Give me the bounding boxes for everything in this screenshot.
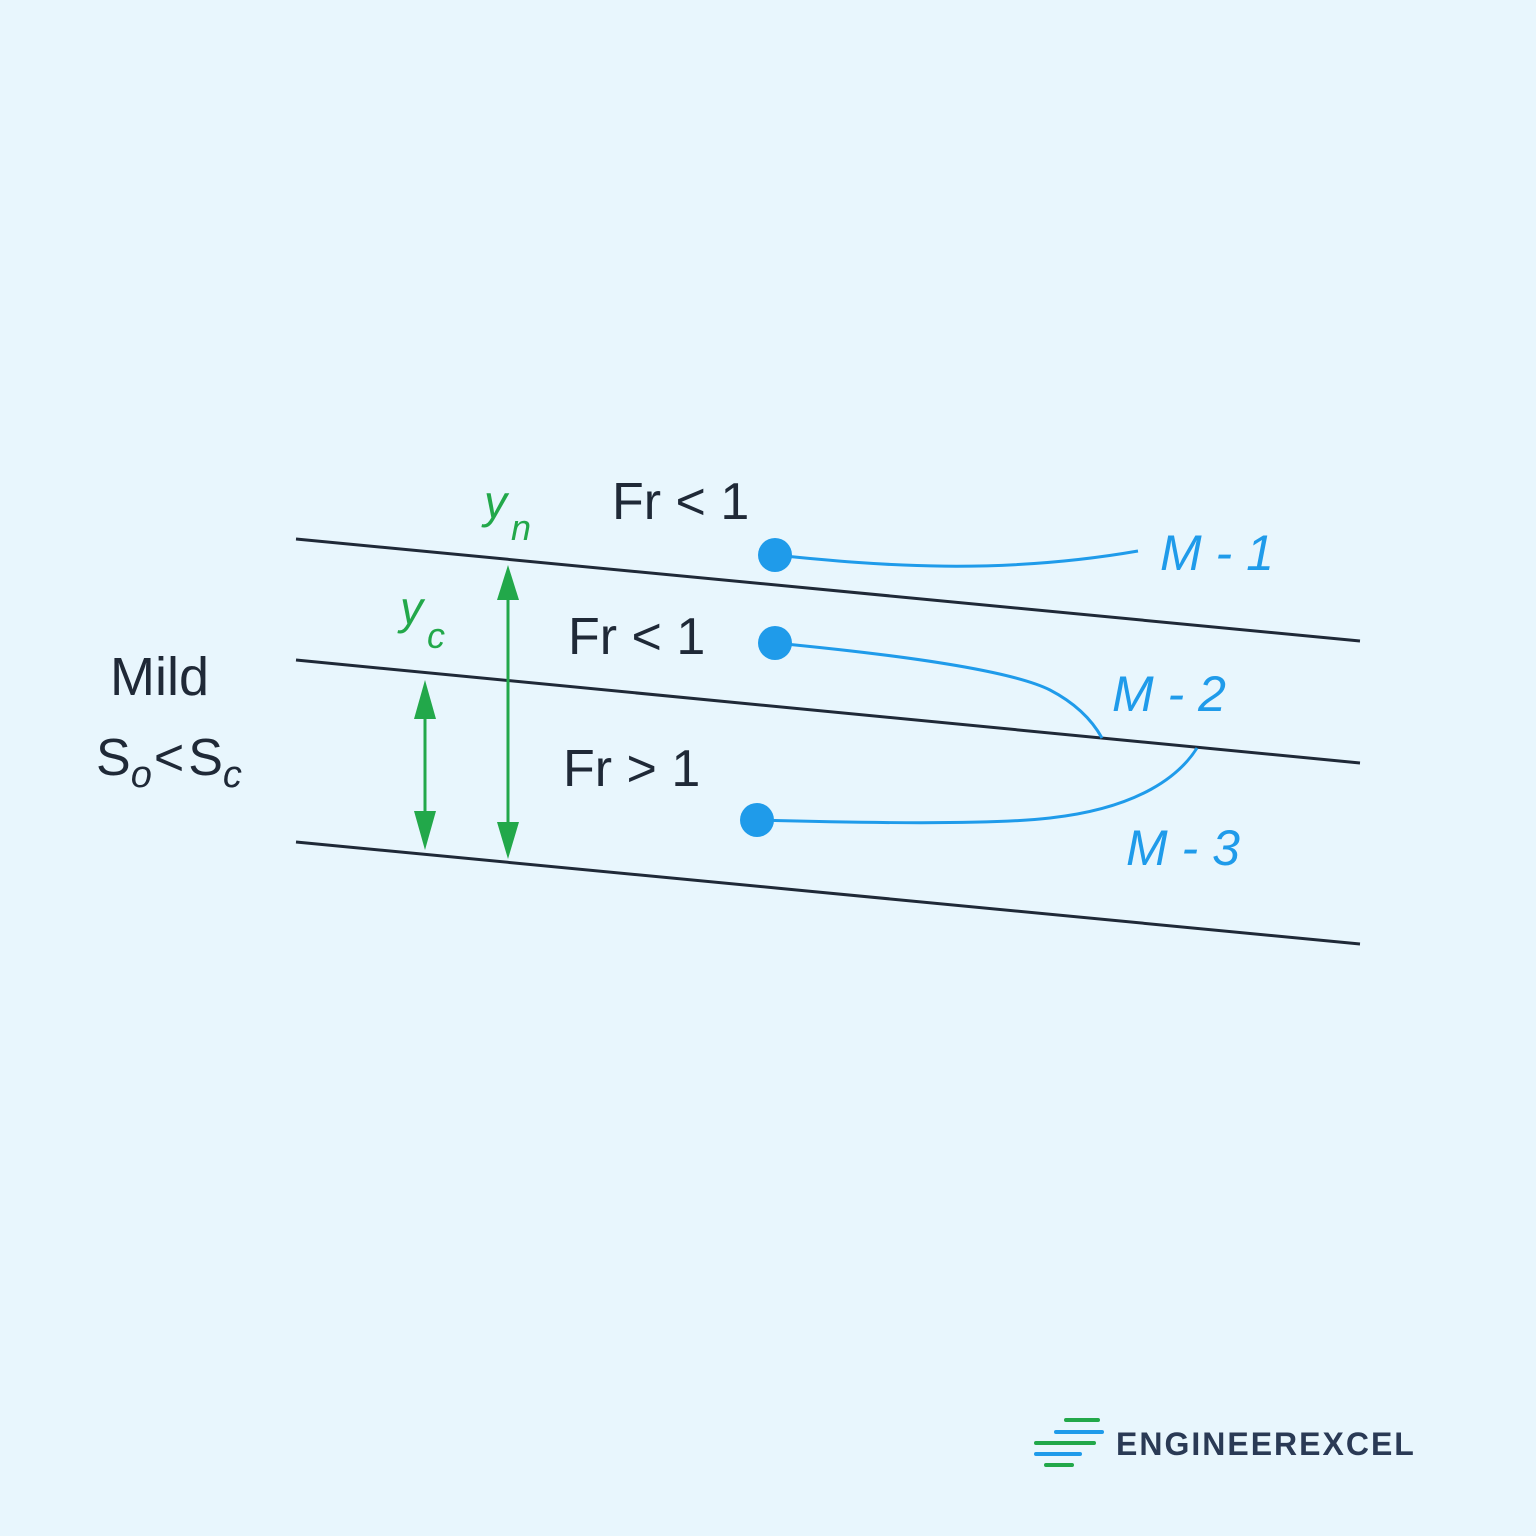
froude-label-zone-1: Fr < 1 bbox=[612, 473, 749, 531]
profile-label-m1: M - 1 bbox=[1160, 525, 1274, 581]
engineerexcel-logo: ENGINEEREXCEL bbox=[1034, 1418, 1416, 1467]
critical-depth-label: yc bbox=[397, 582, 445, 656]
m2-profile bbox=[758, 626, 1104, 739]
m3-profile bbox=[740, 747, 1199, 837]
critical-depth-arrow bbox=[414, 680, 436, 850]
normal-depth-line bbox=[295, 537, 1361, 643]
profile-label-m3: M - 3 bbox=[1126, 820, 1240, 876]
froude-label-zone-3: Fr > 1 bbox=[563, 740, 700, 798]
slope-relation-label: So<Sc bbox=[96, 729, 242, 796]
channel-bed-line bbox=[295, 840, 1361, 946]
froude-label-zone-2: Fr < 1 bbox=[568, 608, 705, 666]
normal-depth-arrow bbox=[497, 565, 519, 859]
profile-label-m2: M - 2 bbox=[1112, 666, 1226, 722]
m1-profile bbox=[758, 538, 1139, 572]
critical-depth-line bbox=[295, 658, 1361, 765]
logo-wordmark: ENGINEEREXCEL bbox=[1116, 1426, 1416, 1462]
slope-category-label: Mild bbox=[110, 647, 209, 707]
logo-mark-icon bbox=[1034, 1418, 1104, 1467]
